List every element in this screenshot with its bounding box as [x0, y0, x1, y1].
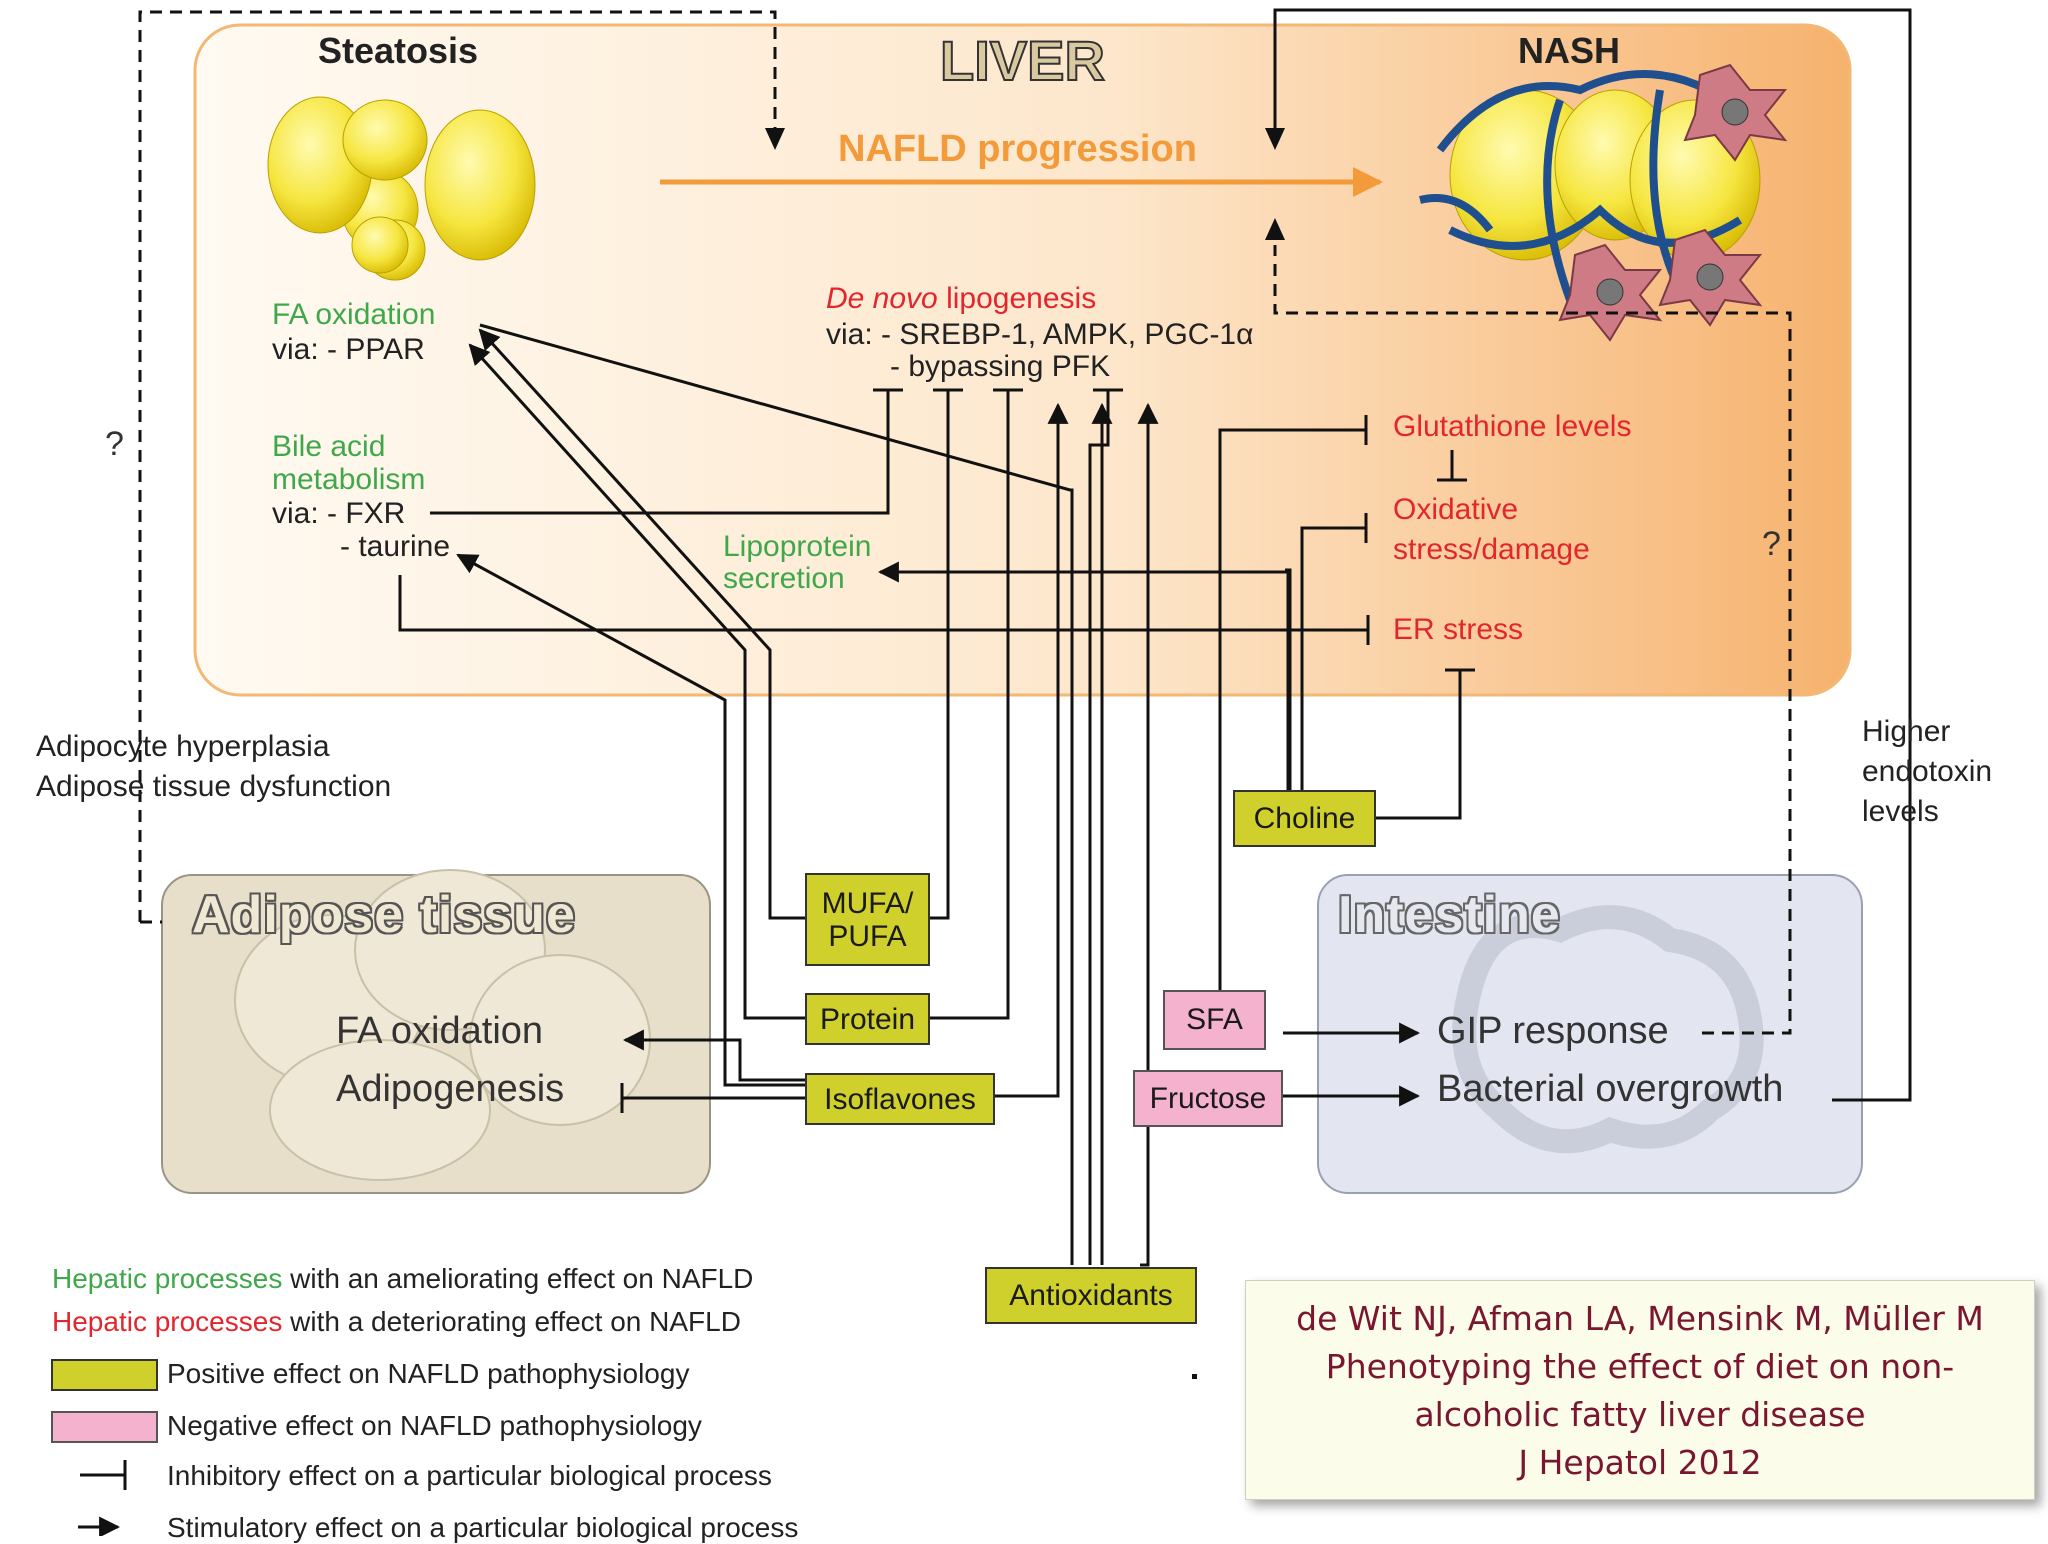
citation-authors: de Wit NJ, Afman LA, Mensink M, Müller M	[1296, 1299, 1984, 1338]
adipose-dysfunction: Adipose tissue dysfunction	[36, 770, 392, 803]
lipoprotein-label-1: Lipoprotein	[723, 530, 872, 563]
question-mark-left: ?	[105, 425, 124, 463]
legend-ameliorating-rest: with an ameliorating effect on NAFLD	[282, 1263, 754, 1294]
bile-acid-label-1: Bile acid	[272, 430, 386, 463]
nafld-progression-label: NAFLD progression	[838, 128, 1197, 170]
legend-stimulatory-text: Stimulatory effect on a particular biolo…	[167, 1512, 799, 1543]
dnl-via-2: - bypassing PFK	[890, 350, 1111, 383]
glutathione-label: Glutathione levels	[1393, 410, 1632, 443]
mufa-pufa-box: MUFA/ PUFA	[805, 873, 930, 966]
steatosis-illustration	[267, 96, 536, 281]
sfa-box: SFA	[1163, 990, 1266, 1050]
bile-acid-via-taurine: - taurine	[340, 530, 451, 563]
mufa-label: MUFA/	[821, 886, 914, 920]
adipose-fa-oxidation: FA oxidation	[336, 1010, 544, 1052]
legend-ameliorating-colored: Hepatic processes	[52, 1263, 283, 1294]
fa-oxidation-via: via: - PPAR	[272, 333, 425, 366]
oxidative-label-1: Oxidative	[1393, 493, 1519, 526]
legend-deteriorating-rest: with a deteriorating effect on NAFLD	[282, 1306, 741, 1337]
fa-oxidation-label: FA oxidation	[272, 298, 436, 331]
citation-title-2: alcoholic fatty liver disease	[1414, 1395, 1866, 1434]
citation-title-1: Phenotyping the effect of diet on non-	[1325, 1347, 1955, 1386]
citation-journal: J Hepatol 2012	[1518, 1443, 1762, 1482]
dnl-via-1: via: - SREBP-1, AMPK, PGC-1α	[826, 318, 1254, 351]
legend-deteriorating-colored: Hepatic processes	[52, 1306, 283, 1337]
lipogenesis-word: lipogenesis	[937, 282, 1097, 315]
fructose-box: Fructose	[1133, 1070, 1283, 1127]
higher-endotoxin-2: endotoxin	[1862, 755, 1993, 788]
steatosis-label: Steatosis	[318, 30, 479, 71]
legend-negative-text: Negative effect on NAFLD pathophysiology	[167, 1410, 702, 1441]
nash-label: NASH	[1518, 30, 1621, 71]
adipose-adipogenesis: Adipogenesis	[336, 1068, 565, 1110]
protein-box: Protein	[805, 993, 930, 1045]
intestine-title: Intestine	[1338, 886, 1561, 944]
antioxidants-box: Antioxidants	[985, 1267, 1197, 1324]
bile-acid-label-2: metabolism	[272, 463, 426, 496]
gip-response: GIP response	[1437, 1010, 1669, 1052]
lipoprotein-label-2: secretion	[723, 562, 845, 595]
citation-box: de Wit NJ, Afman LA, Mensink M, Müller M…	[1245, 1280, 2035, 1500]
liver-panel	[193, 23, 1852, 697]
legend-deteriorating: Hepatic processes with a deteriorating e…	[52, 1306, 741, 1338]
nash-illustration	[1419, 63, 1788, 342]
adipose-tissue-title: Adipose tissue	[192, 886, 576, 944]
higher-endotoxin-1: Higher	[1862, 715, 1951, 748]
isoflavones-box: Isoflavones	[805, 1073, 995, 1125]
er-stress-label: ER stress	[1393, 613, 1524, 646]
de-novo-italic: De novo	[826, 282, 938, 315]
adipocyte-hyperplasia: Adipocyte hyperplasia	[36, 730, 330, 763]
oxidative-label-2: stress/damage	[1393, 533, 1590, 566]
higher-endotoxin-3: levels	[1862, 795, 1939, 828]
bile-acid-via-fxr: via: - FXR	[272, 497, 406, 530]
legend-ameliorating: Hepatic processes with an ameliorating e…	[52, 1263, 753, 1295]
de-novo-lipogenesis-label: De novo lipogenesis	[826, 282, 1096, 315]
legend-positive-swatch	[51, 1359, 158, 1391]
legend-positive-text: Positive effect on NAFLD pathophysiology	[167, 1358, 690, 1389]
legend-inhibitory-text: Inhibitory effect on a particular biolog…	[167, 1460, 772, 1491]
liver-title: LIVER	[939, 28, 1106, 93]
choline-box: Choline	[1233, 790, 1376, 847]
bacterial-overgrowth: Bacterial overgrowth	[1437, 1068, 1784, 1110]
pufa-label: PUFA	[828, 919, 907, 953]
question-mark-right: ?	[1762, 525, 1781, 563]
legend-negative-swatch	[51, 1411, 158, 1443]
